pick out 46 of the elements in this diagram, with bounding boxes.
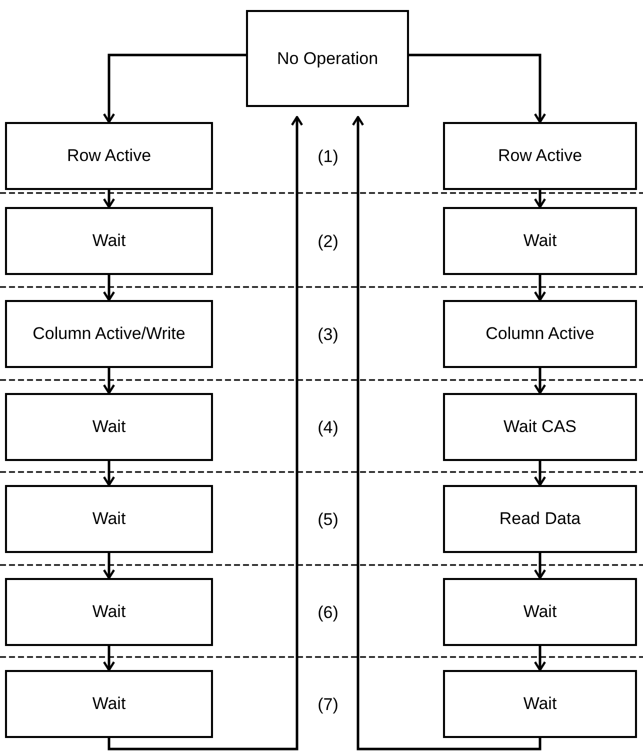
process-box <box>443 670 637 738</box>
box-label: Row Active <box>498 146 582 166</box>
process-box <box>5 670 213 738</box>
box-label: Column Active <box>486 324 594 344</box>
box-label: Wait <box>92 231 126 251</box>
process-box <box>443 122 637 190</box>
box-label: Read Data <box>499 509 581 529</box>
arrow <box>102 275 116 302</box>
process-box <box>443 485 637 553</box>
arrow <box>102 368 116 394</box>
box-label: Wait <box>92 509 126 529</box>
box-label: Wait <box>92 417 126 437</box>
process-box <box>5 122 213 190</box>
arrow <box>409 54 546 124</box>
box-label: Wait <box>92 602 126 622</box>
arrow <box>352 116 542 750</box>
arrow <box>534 368 546 394</box>
arrow <box>534 275 546 302</box>
arrow <box>102 646 116 672</box>
arrow <box>102 553 116 580</box>
box-label: Column Active/Write <box>32 324 186 344</box>
arrow <box>534 553 546 580</box>
process-box <box>443 207 637 275</box>
arrow <box>108 116 304 750</box>
process-box <box>5 207 213 275</box>
process-box <box>443 300 637 368</box>
arrow <box>534 190 546 208</box>
arrow <box>102 190 116 208</box>
process-box <box>5 485 213 553</box>
arrow <box>534 461 546 486</box>
arrow <box>534 646 546 672</box>
process-box <box>5 393 213 461</box>
process-box <box>246 10 409 107</box>
box-label: Wait <box>523 231 557 251</box>
arrow <box>102 54 246 124</box>
process-box <box>5 300 213 368</box>
box-label: Wait <box>92 694 126 714</box>
process-box <box>443 393 637 461</box>
box-label: No Operation <box>276 48 378 68</box>
arrow <box>102 461 116 486</box>
box-label: Wait CAS <box>503 417 577 437</box>
box-label: Wait <box>523 602 557 622</box>
process-box <box>443 578 637 646</box>
box-label: Wait <box>523 694 557 714</box>
process-box <box>5 578 213 646</box>
box-label: Row Active <box>66 146 152 166</box>
